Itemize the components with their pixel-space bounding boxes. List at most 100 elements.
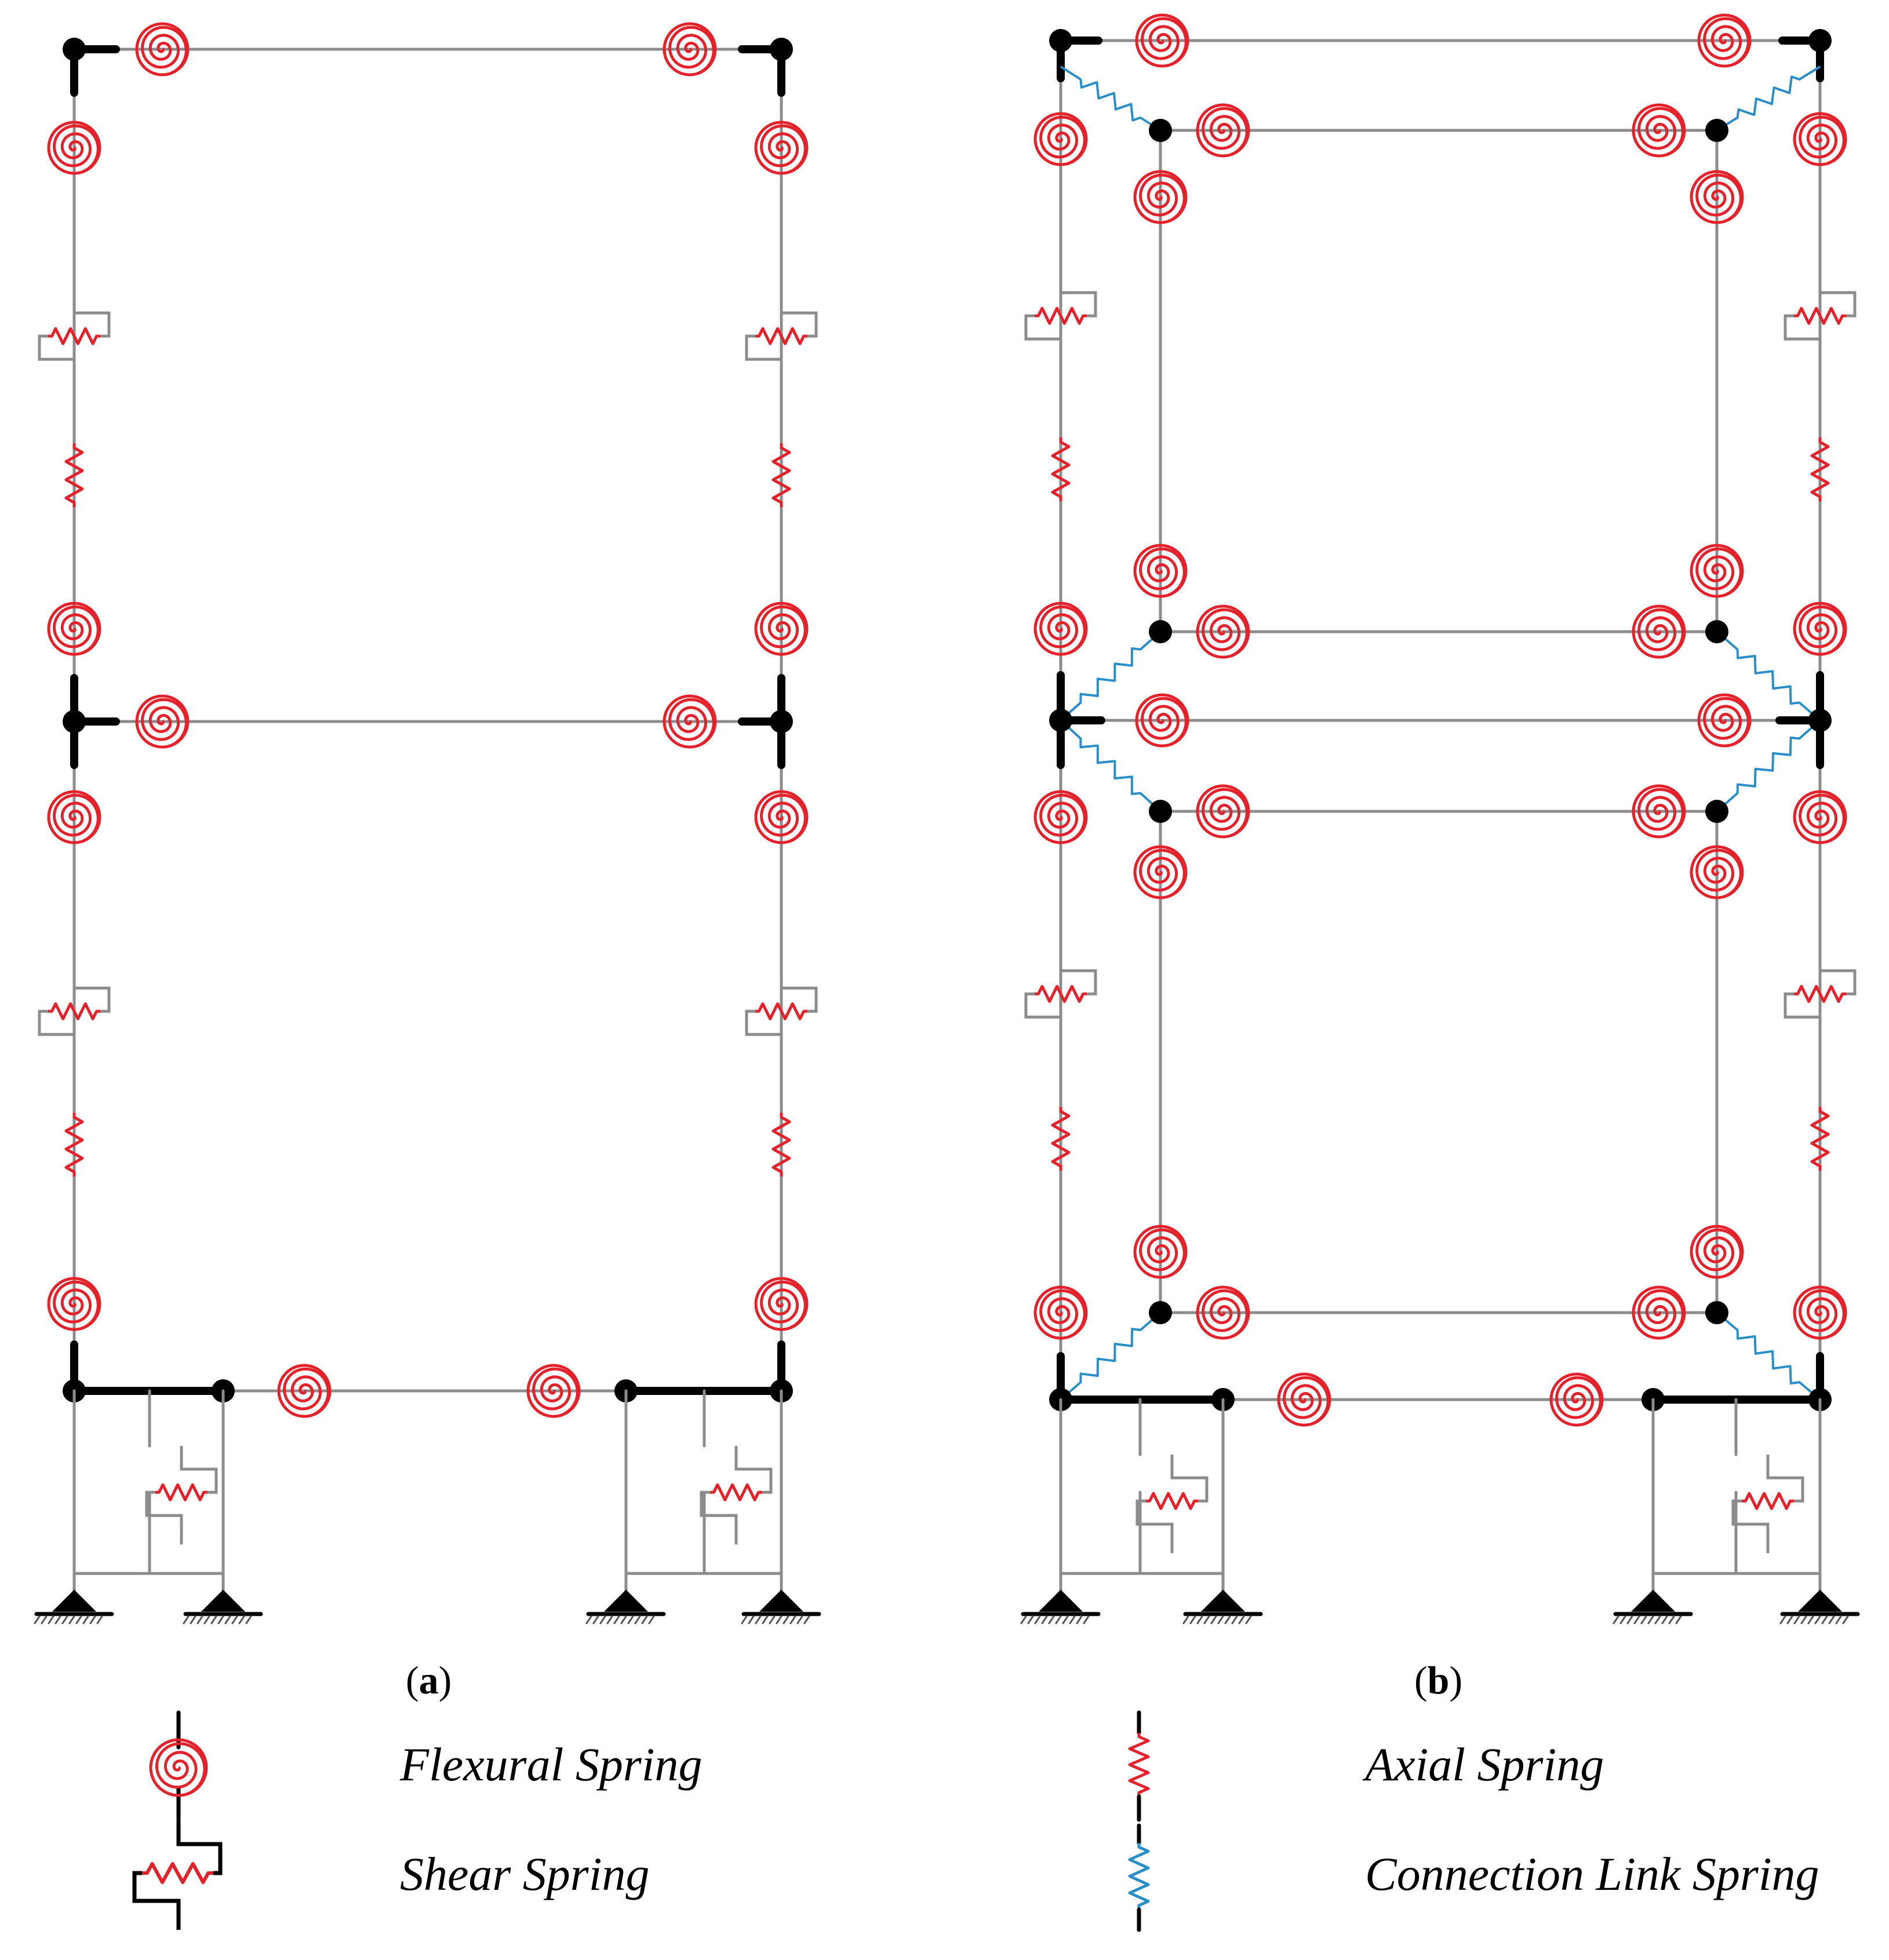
support-hatch bbox=[762, 1615, 769, 1624]
shear-spring-bracket bbox=[1784, 948, 1857, 1046]
flexural-spring-icon-outline bbox=[1690, 170, 1744, 224]
flexural-spring-icon bbox=[1637, 1289, 1684, 1339]
flexural-spring-icon-outline bbox=[1697, 693, 1752, 748]
support-hatch bbox=[203, 1615, 210, 1624]
flexural-spring-icon-outline bbox=[1196, 784, 1250, 839]
joint-node bbox=[1049, 709, 1072, 732]
legend-shear-label: Shear Spring bbox=[400, 1848, 650, 1900]
support-triangle bbox=[759, 1590, 803, 1612]
flexural-spring-icon-outline bbox=[754, 1277, 809, 1331]
shear-spring-bracket bbox=[1024, 269, 1097, 368]
support-hatch bbox=[585, 1615, 592, 1624]
support-hatch bbox=[217, 1615, 224, 1624]
legend-shear-coil bbox=[142, 1862, 213, 1884]
flexural-spring-icon bbox=[532, 1367, 579, 1417]
support-hatch bbox=[48, 1615, 54, 1624]
panel-b-label: (b) bbox=[1414, 1658, 1463, 1702]
axial-spring-icon bbox=[771, 1113, 791, 1176]
support-hatch bbox=[1076, 1615, 1083, 1624]
shear-spring-coil bbox=[48, 327, 100, 345]
flexural-spring-icon bbox=[760, 793, 807, 843]
joint-node bbox=[770, 38, 793, 61]
pin-support-icon bbox=[34, 1590, 114, 1624]
flexural-spring-icon-outline bbox=[1033, 790, 1088, 844]
flexural-spring-icon bbox=[141, 698, 188, 748]
flexural-spring-icon-outline bbox=[754, 121, 809, 175]
flexural-spring-icon bbox=[1202, 107, 1249, 156]
flexural-spring-icon-outline bbox=[1033, 1285, 1088, 1340]
flexural-spring-icon bbox=[1139, 848, 1186, 898]
support-hatch bbox=[641, 1615, 648, 1624]
connection-link-spring-icon bbox=[1716, 631, 1821, 722]
shear-spring-icon bbox=[745, 290, 818, 388]
axial-spring-icon bbox=[64, 1113, 84, 1176]
support-hatch bbox=[1626, 1615, 1633, 1624]
flexural-spring-icon bbox=[760, 1280, 807, 1330]
flexural-spring-icon bbox=[1202, 1289, 1249, 1339]
flexural-spring-icon bbox=[1039, 793, 1086, 843]
legend-link-label: Connection Link Spring bbox=[1365, 1848, 1819, 1900]
shear-spring-icon bbox=[1135, 1455, 1209, 1553]
support-hatch bbox=[1793, 1615, 1800, 1624]
axial-spring-icon bbox=[771, 443, 791, 507]
support-hatch bbox=[1041, 1615, 1048, 1624]
flexural-spring-icon-outline bbox=[1196, 1285, 1250, 1340]
support-triangle bbox=[52, 1590, 96, 1612]
support-hatch bbox=[196, 1615, 203, 1624]
support-hatch bbox=[82, 1615, 89, 1624]
support-hatch bbox=[1842, 1615, 1849, 1624]
flexural-spring-icon bbox=[1637, 608, 1684, 658]
support-hatch bbox=[1675, 1615, 1682, 1624]
legend bbox=[132, 1710, 1150, 1932]
flexural-spring-icon bbox=[1139, 1228, 1186, 1278]
flexural-spring-icon bbox=[1695, 848, 1742, 898]
joint-node bbox=[1808, 709, 1832, 732]
flexural-spring-icon bbox=[1703, 697, 1750, 746]
support-hatch bbox=[1835, 1615, 1842, 1624]
flexural-spring-icon bbox=[1799, 115, 1846, 165]
pin-support-icon bbox=[585, 1590, 666, 1624]
support-hatch bbox=[1800, 1615, 1807, 1624]
panel-a-label: (a) bbox=[406, 1658, 452, 1702]
support-hatch bbox=[1613, 1615, 1619, 1624]
legend-flexural-label: Flexural Spring bbox=[400, 1738, 703, 1791]
support-hatch bbox=[1034, 1615, 1041, 1624]
shear-spring-bracket bbox=[745, 290, 818, 388]
shear-spring-coil bbox=[1146, 1492, 1198, 1510]
flexural-spring-icon bbox=[1799, 1289, 1846, 1339]
flexural-spring-icon bbox=[1799, 793, 1846, 843]
support-hatch bbox=[1786, 1615, 1793, 1624]
connection-link-spring-icon bbox=[1060, 65, 1162, 132]
support-hatch bbox=[620, 1615, 627, 1624]
joint-node bbox=[1705, 800, 1728, 823]
flexural-spring-icon-outline bbox=[47, 121, 101, 175]
foundation-assembly bbox=[585, 1389, 821, 1624]
flexural-spring-icon-outline bbox=[47, 1277, 101, 1331]
support-hatch bbox=[1189, 1615, 1196, 1624]
flexural-spring-icon bbox=[53, 1280, 100, 1330]
flexural-spring-icon-outline bbox=[1632, 103, 1686, 158]
support-hatch bbox=[1828, 1615, 1835, 1624]
support-triangle bbox=[604, 1590, 648, 1612]
axial-spring-icon bbox=[1051, 438, 1071, 501]
support-hatch bbox=[41, 1615, 48, 1624]
support-hatch bbox=[1217, 1615, 1224, 1624]
flexural-spring-icon bbox=[760, 605, 807, 655]
support-hatch bbox=[613, 1615, 620, 1624]
flexural-spring-icon-outline bbox=[47, 790, 101, 844]
foundation-assembly bbox=[1613, 1398, 1860, 1624]
pin-support-icon bbox=[741, 1590, 821, 1624]
flexural-spring-icon-outline bbox=[1133, 845, 1188, 899]
flexural-spring-icon bbox=[1139, 547, 1186, 597]
shear-spring-coil bbox=[755, 327, 807, 345]
flexural-spring-icon-outline bbox=[1549, 1372, 1604, 1427]
support-hatch bbox=[54, 1615, 61, 1624]
joint-node bbox=[1705, 119, 1728, 142]
flexural-spring-icon bbox=[1141, 697, 1188, 746]
support-hatch bbox=[1238, 1615, 1245, 1624]
support-hatch bbox=[1647, 1615, 1654, 1624]
support-hatch bbox=[183, 1615, 190, 1624]
flexural-spring-icon-outline bbox=[663, 22, 717, 76]
shear-spring-icon bbox=[700, 1446, 773, 1544]
flexural-spring-icon bbox=[1555, 1376, 1602, 1426]
